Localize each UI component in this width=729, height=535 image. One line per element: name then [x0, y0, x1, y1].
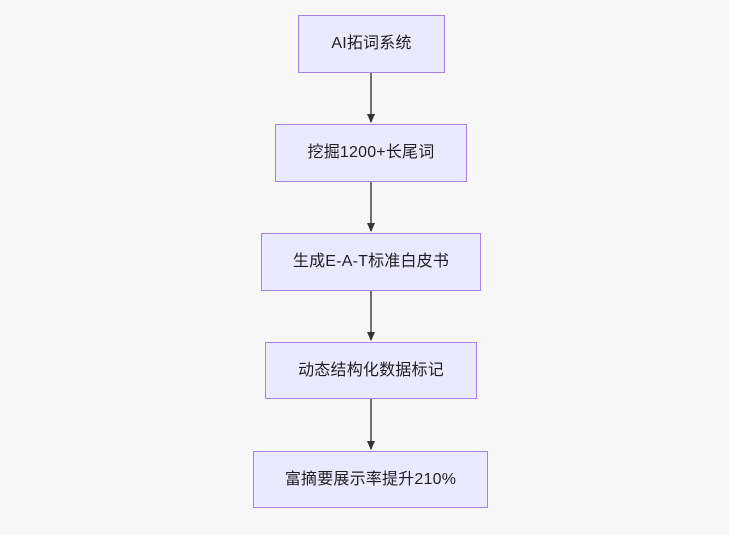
- flowchart-node-rich-snippet-impression-lift[interactable]: 富摘要展示率提升210%: [253, 451, 488, 508]
- flowchart-node-ai-keyword-system[interactable]: AI拓词系统: [298, 15, 445, 73]
- flowchart-node-dynamic-structured-data-markup[interactable]: 动态结构化数据标记: [265, 342, 477, 399]
- node-label: 挖掘1200+长尾词: [307, 144, 435, 161]
- flowchart-node-mine-longtail-keywords[interactable]: 挖掘1200+长尾词: [275, 124, 467, 182]
- node-label: 动态结构化数据标记: [298, 361, 444, 379]
- flowchart-node-generate-eat-whitepaper[interactable]: 生成E-A-T标准白皮书: [261, 233, 481, 291]
- node-label: AI拓词系统: [331, 35, 412, 52]
- node-label: 生成E-A-T标准白皮书: [292, 253, 450, 270]
- node-label: 富摘要展示率提升210%: [284, 470, 457, 488]
